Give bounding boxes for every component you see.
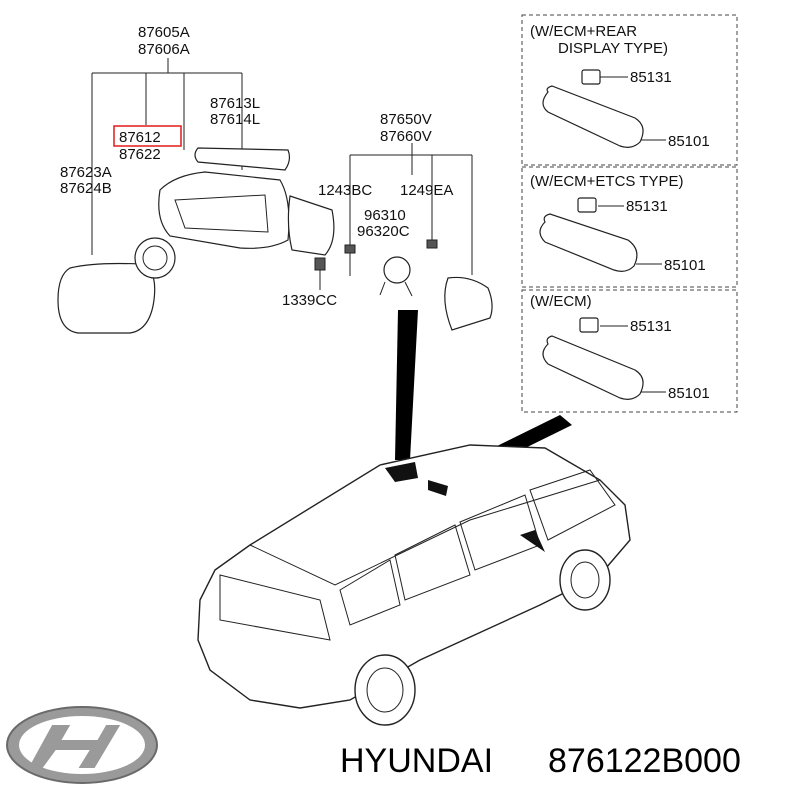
mount-85131-v2 (577, 197, 597, 213)
label-87624B: 87624B (60, 180, 112, 197)
mount-85131-v3 (579, 317, 599, 333)
label-87650V: 87650V (380, 111, 432, 128)
inside-mirror-85101 (542, 85, 644, 148)
mirror-glass (57, 262, 156, 334)
mirror-housing (158, 171, 290, 249)
label-87605A: 87605A (138, 24, 190, 41)
variant-panel-3 (521, 289, 738, 413)
mirror-mount-cover (444, 276, 493, 331)
front-wheel (559, 549, 611, 611)
label-87623A: 87623A (60, 164, 112, 181)
pointer-wedge-left (395, 310, 418, 460)
rear-window (219, 574, 331, 641)
rear-wheel (354, 654, 416, 726)
side-window-1 (394, 524, 471, 601)
label-1339CC: 1339CC (282, 292, 337, 309)
screw-part (314, 257, 326, 271)
mount-85131 (581, 69, 601, 85)
label-87612: 87612 (119, 129, 161, 146)
leader-lines-mirror (91, 58, 243, 255)
label-1243BC: 1243BC (318, 182, 372, 199)
part-number: 876122B000 (548, 742, 741, 780)
bolt-1249EA (426, 239, 438, 249)
label-87613L: 87613L (210, 95, 260, 112)
variant-panels: (W/ECM+REAR DISPLAY TYPE) 85131 85101 (W… (521, 14, 738, 413)
bolt-1243BC (344, 244, 356, 254)
label-87622: 87622 (119, 146, 161, 163)
variant-3-title: (W/ECM) (530, 293, 592, 310)
variant-2-part-a: 85131 (626, 198, 668, 215)
variant-2-part-b: 85101 (664, 257, 706, 274)
label-87660V: 87660V (380, 128, 432, 145)
variant-3-part-a: 85131 (630, 318, 672, 335)
brand-name: HYUNDAI (340, 742, 493, 780)
hyundai-logo (6, 706, 158, 784)
variant-1-title-1: (W/ECM+REAR (530, 23, 637, 40)
label-96320C: 96320C (357, 223, 410, 240)
inside-mirror-group: 87650V 87660V 1243BC 1249EA 96310 96320C (318, 111, 572, 490)
inside-mirror-mark (385, 462, 418, 482)
car-illustration (197, 444, 631, 726)
mirror-base (287, 195, 335, 256)
label-87606A: 87606A (138, 41, 190, 58)
outside-mirror-group: 87605A 87606A 87613L 87614L 87612 87622 … (57, 24, 337, 334)
rain-sensor (383, 256, 411, 284)
variant-3-part-b: 85101 (668, 385, 710, 402)
label-96310: 96310 (364, 207, 406, 224)
car-body (197, 444, 631, 709)
leader-lines-inside (349, 143, 473, 275)
variant-1-part-a: 85131 (630, 69, 672, 86)
mirror-actuator (134, 237, 176, 279)
outside-mirror-mark (520, 530, 545, 552)
variant-1-part-b: 85101 (668, 133, 710, 150)
footer: HYUNDAI 876122B000 (6, 706, 741, 784)
highlight-box (113, 125, 182, 147)
mirror-cover (194, 147, 291, 171)
windshield (529, 469, 616, 541)
label-1249EA: 1249EA (400, 182, 453, 199)
variant-1-title-2: DISPLAY TYPE) (558, 40, 668, 57)
variant-panel-2 (521, 166, 738, 288)
inside-mirror-85101-v2 (539, 213, 638, 272)
variant-2-title: (W/ECM+ETCS TYPE) (530, 173, 684, 190)
inside-mirror-85101-v3 (542, 335, 644, 400)
variant-panel-1 (521, 14, 738, 166)
label-87614L: 87614L (210, 111, 260, 128)
